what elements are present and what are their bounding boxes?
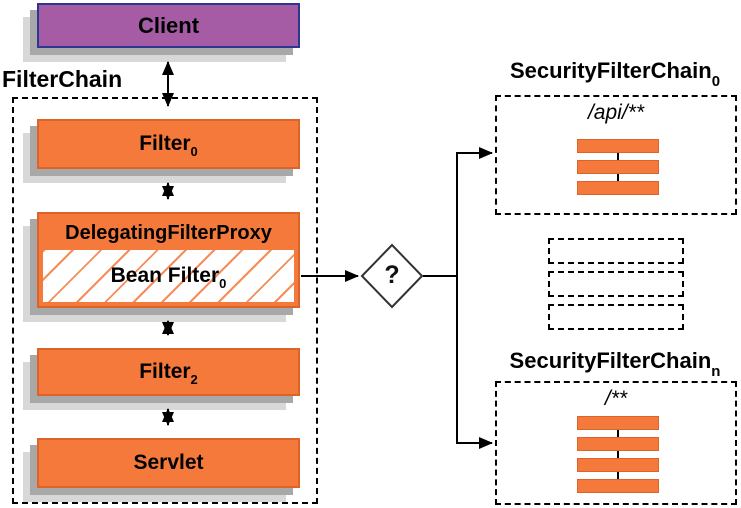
security-filter-chain-n-subscript: n <box>711 363 721 380</box>
filter-bar <box>577 181 659 195</box>
security-filter-chain-n-title: SecurityFilterChainn <box>490 348 740 380</box>
servlet-label: Servlet <box>133 451 204 474</box>
filter2-label: Filter <box>139 360 191 383</box>
filter-bar <box>577 479 659 493</box>
security-filter-chain-n-filters <box>577 416 659 493</box>
filter-bar <box>577 139 659 153</box>
filter0-subscript: 0 <box>190 143 198 159</box>
security-filter-chain-n-pattern: /** <box>604 387 628 410</box>
filter-bar <box>577 437 659 451</box>
bean-filter-label: Bean Filter <box>110 264 220 287</box>
filter-bar <box>577 416 659 430</box>
filter-bar <box>577 458 659 472</box>
client-label: Client <box>137 12 200 38</box>
placeholder-chain-2 <box>548 271 684 297</box>
placeholder-chain-1 <box>548 238 684 264</box>
servlet-node: Servlet <box>37 438 300 488</box>
security-filter-chain-n-title-text: SecurityFilterChain <box>509 348 712 373</box>
security-filter-chain-0-title: SecurityFilterChain0 <box>490 58 740 90</box>
security-filter-chain-0-title-text: SecurityFilterChain <box>509 58 712 83</box>
filterchain-label: FilterChain <box>2 66 122 93</box>
security-filter-chain-0-subscript: 0 <box>711 73 721 90</box>
security-filter-chain-0-pattern: /api/** <box>587 101 645 124</box>
bean-filter-subscript: 0 <box>219 275 227 291</box>
delegating-filter-proxy-label: DelegatingFilterProxy <box>65 222 272 244</box>
security-filter-chain-0-filters <box>577 139 659 195</box>
security-filter-chain-n-container: /** <box>495 381 737 505</box>
filter-bar <box>577 160 659 174</box>
filter2-subscript: 2 <box>190 371 198 387</box>
client-node: Client <box>37 3 300 48</box>
filter0-label: Filter <box>139 132 191 155</box>
filterchain-label-text: FilterChain <box>2 66 123 92</box>
decision-label: ? <box>384 261 400 289</box>
placeholder-chain-3 <box>548 304 684 330</box>
security-filter-chain-0-container: /api/** <box>495 95 737 215</box>
